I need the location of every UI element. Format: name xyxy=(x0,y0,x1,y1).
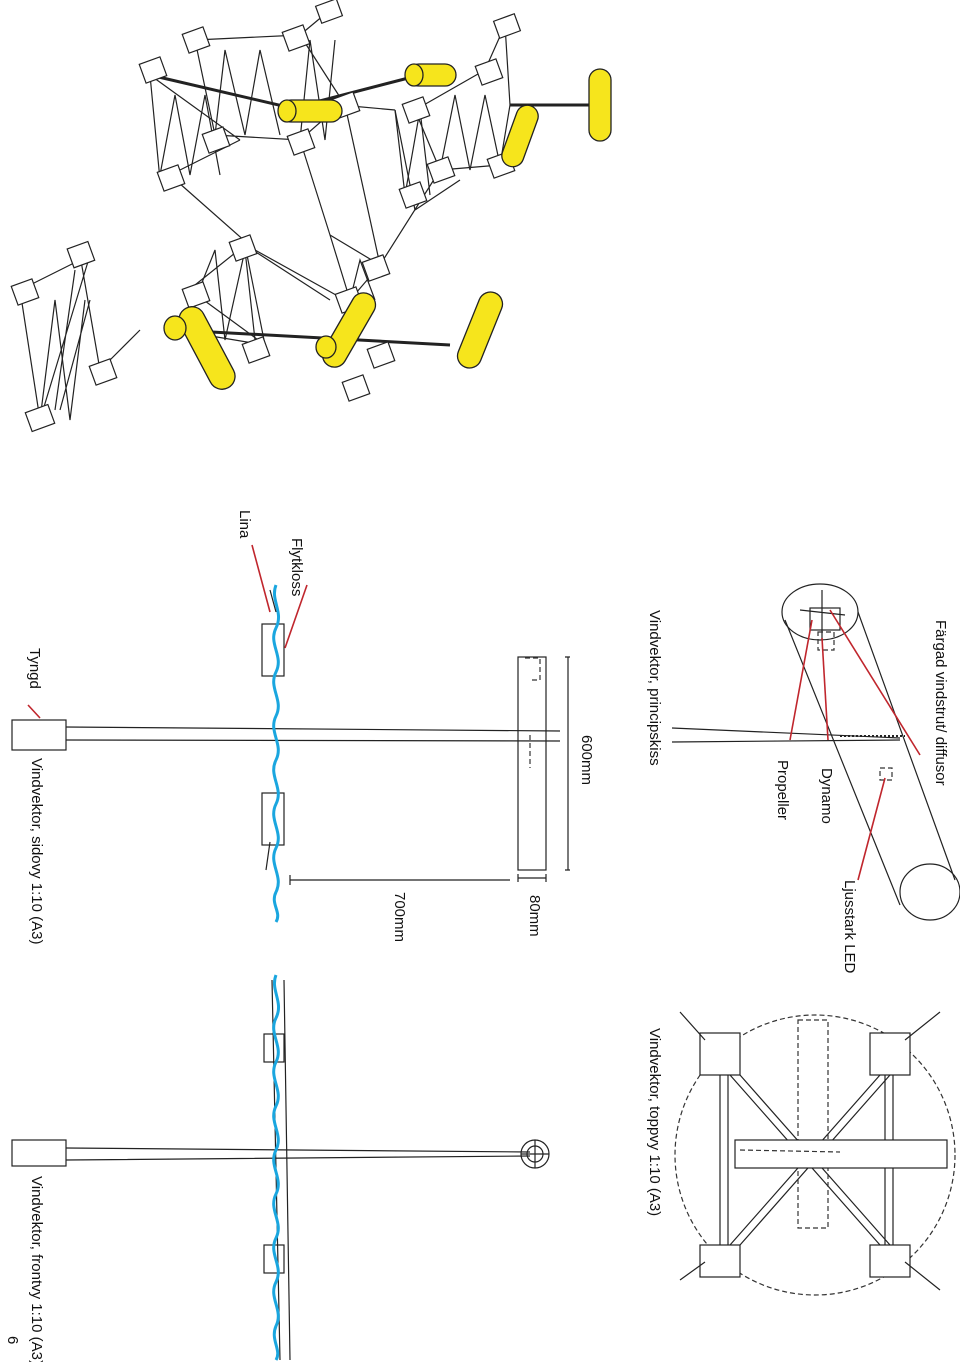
side-view: 600mm 80mm 700mm Lina Flytkloss Tyngd Vi… xyxy=(11,510,595,945)
dim-80 xyxy=(517,874,547,882)
perspective-overview xyxy=(10,0,612,433)
front-weight xyxy=(11,1139,67,1167)
dynamo-leader xyxy=(821,637,829,741)
dim-80-label: 80mm xyxy=(526,895,543,937)
weight-label: Tyngd xyxy=(26,648,43,689)
diffuser-label: Färgad vindstrut/ diffusor xyxy=(932,620,949,786)
rotation-circle xyxy=(674,1014,956,1296)
water-line-side xyxy=(272,584,281,923)
diffuser-cylinders xyxy=(163,63,612,390)
top-view: Vindvektor, toppvy 1:10 (A3) xyxy=(646,1011,956,1296)
top-tube xyxy=(734,1139,948,1169)
propeller-leader xyxy=(789,619,813,741)
float-label: Flytkloss xyxy=(288,538,305,596)
dim-700-label: 700mm xyxy=(391,892,408,942)
principle-sketch: Färgad vindstrut/ diffusor Dynamo Propel… xyxy=(646,583,960,974)
page-number: 6 xyxy=(4,1336,21,1344)
propeller-label: Propeller xyxy=(774,760,791,820)
dim-700 xyxy=(289,875,510,885)
dim-600 xyxy=(565,656,570,871)
dim-600-label: 600mm xyxy=(578,735,595,785)
dynamo-label: Dynamo xyxy=(818,768,835,824)
top-view-caption: Vindvektor, toppvy 1:10 (A3) xyxy=(646,1028,663,1216)
weight-block xyxy=(11,719,67,751)
led-label: Ljusstark LED xyxy=(841,880,858,974)
diffuser-leader xyxy=(829,609,921,756)
side-view-caption: Vindvektor, sidovy 1:10 (A3) xyxy=(28,758,45,945)
front-view-caption: Vindvektor, frontvy 1:10 (A3) xyxy=(28,1176,45,1362)
led-leader xyxy=(857,777,886,881)
side-tube xyxy=(517,656,547,871)
principle-caption: Vindvektor, principskiss xyxy=(646,610,663,766)
line-label: Lina xyxy=(236,510,253,539)
front-view: Vindvektor, frontvy 1:10 (A3) xyxy=(11,974,550,1365)
water-line-front xyxy=(272,974,281,1361)
